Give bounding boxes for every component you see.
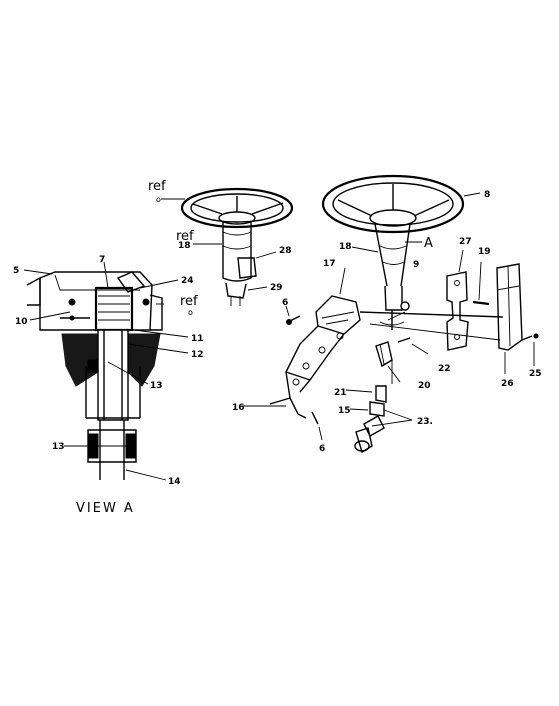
large-steering-wheel bbox=[321, 174, 465, 234]
label-13-upper: 13 bbox=[150, 381, 163, 391]
label-12: 12 bbox=[191, 350, 204, 360]
view-a-marker: A bbox=[424, 236, 433, 251]
label-6-upper: 6 bbox=[282, 298, 288, 308]
label-ref-view-a-o: o bbox=[188, 308, 193, 317]
label-15: 15 bbox=[338, 406, 351, 416]
label-17: 17 bbox=[323, 259, 336, 269]
long-shaft-19 bbox=[359, 261, 504, 341]
label-11: 11 bbox=[191, 334, 204, 344]
label-13-lower: 13 bbox=[52, 442, 65, 452]
label-18-large: 18 bbox=[339, 242, 352, 252]
label-7: 7 bbox=[99, 255, 105, 265]
label-21: 21 bbox=[334, 388, 347, 398]
label-ref-column: ref bbox=[176, 229, 194, 244]
view-a-top-housing bbox=[26, 271, 163, 332]
label-14: 14 bbox=[168, 477, 181, 487]
steering-bracket bbox=[242, 267, 361, 419]
label-28: 28 bbox=[279, 246, 292, 256]
label-27: 27 bbox=[459, 237, 472, 247]
label-5: 5 bbox=[13, 266, 19, 276]
label-19: 19 bbox=[478, 247, 491, 257]
view-a-leaders bbox=[23, 261, 189, 481]
label-10: 10 bbox=[15, 317, 28, 327]
u-joint bbox=[354, 360, 393, 454]
small-steering-column bbox=[222, 222, 257, 306]
bracket-26 bbox=[496, 263, 539, 374]
label-ref-wheel-o: o bbox=[156, 195, 161, 204]
label-8: 8 bbox=[484, 190, 490, 200]
bolt-6-lower bbox=[311, 411, 323, 441]
view-a-lower-housing bbox=[61, 329, 161, 421]
label-18-small: 18 bbox=[178, 241, 191, 251]
small-steering-wheel bbox=[180, 187, 294, 229]
shaft-coupling bbox=[375, 301, 411, 368]
label-ref-view-a: ref bbox=[180, 294, 198, 309]
label-23: 23. bbox=[417, 417, 433, 427]
view-a-shaft-bearing bbox=[87, 420, 137, 480]
label-6-lower: 6 bbox=[319, 444, 325, 454]
label-16: 16 bbox=[232, 403, 245, 413]
bolt-6-upper bbox=[285, 305, 301, 325]
label-29: 29 bbox=[270, 283, 283, 293]
label-20: 20 bbox=[418, 381, 431, 391]
shaft-leaders bbox=[345, 343, 429, 427]
label-25: 25 bbox=[529, 369, 542, 379]
label-9: 9 bbox=[413, 260, 419, 270]
label-22: 22 bbox=[438, 364, 451, 374]
label-24: 24 bbox=[181, 276, 194, 286]
small-column-leaders bbox=[161, 198, 277, 291]
label-ref-wheel: ref bbox=[148, 179, 166, 194]
view-a-title: VIEW A bbox=[76, 501, 135, 516]
label-26: 26 bbox=[501, 379, 514, 389]
large-column-leaders bbox=[351, 192, 481, 253]
